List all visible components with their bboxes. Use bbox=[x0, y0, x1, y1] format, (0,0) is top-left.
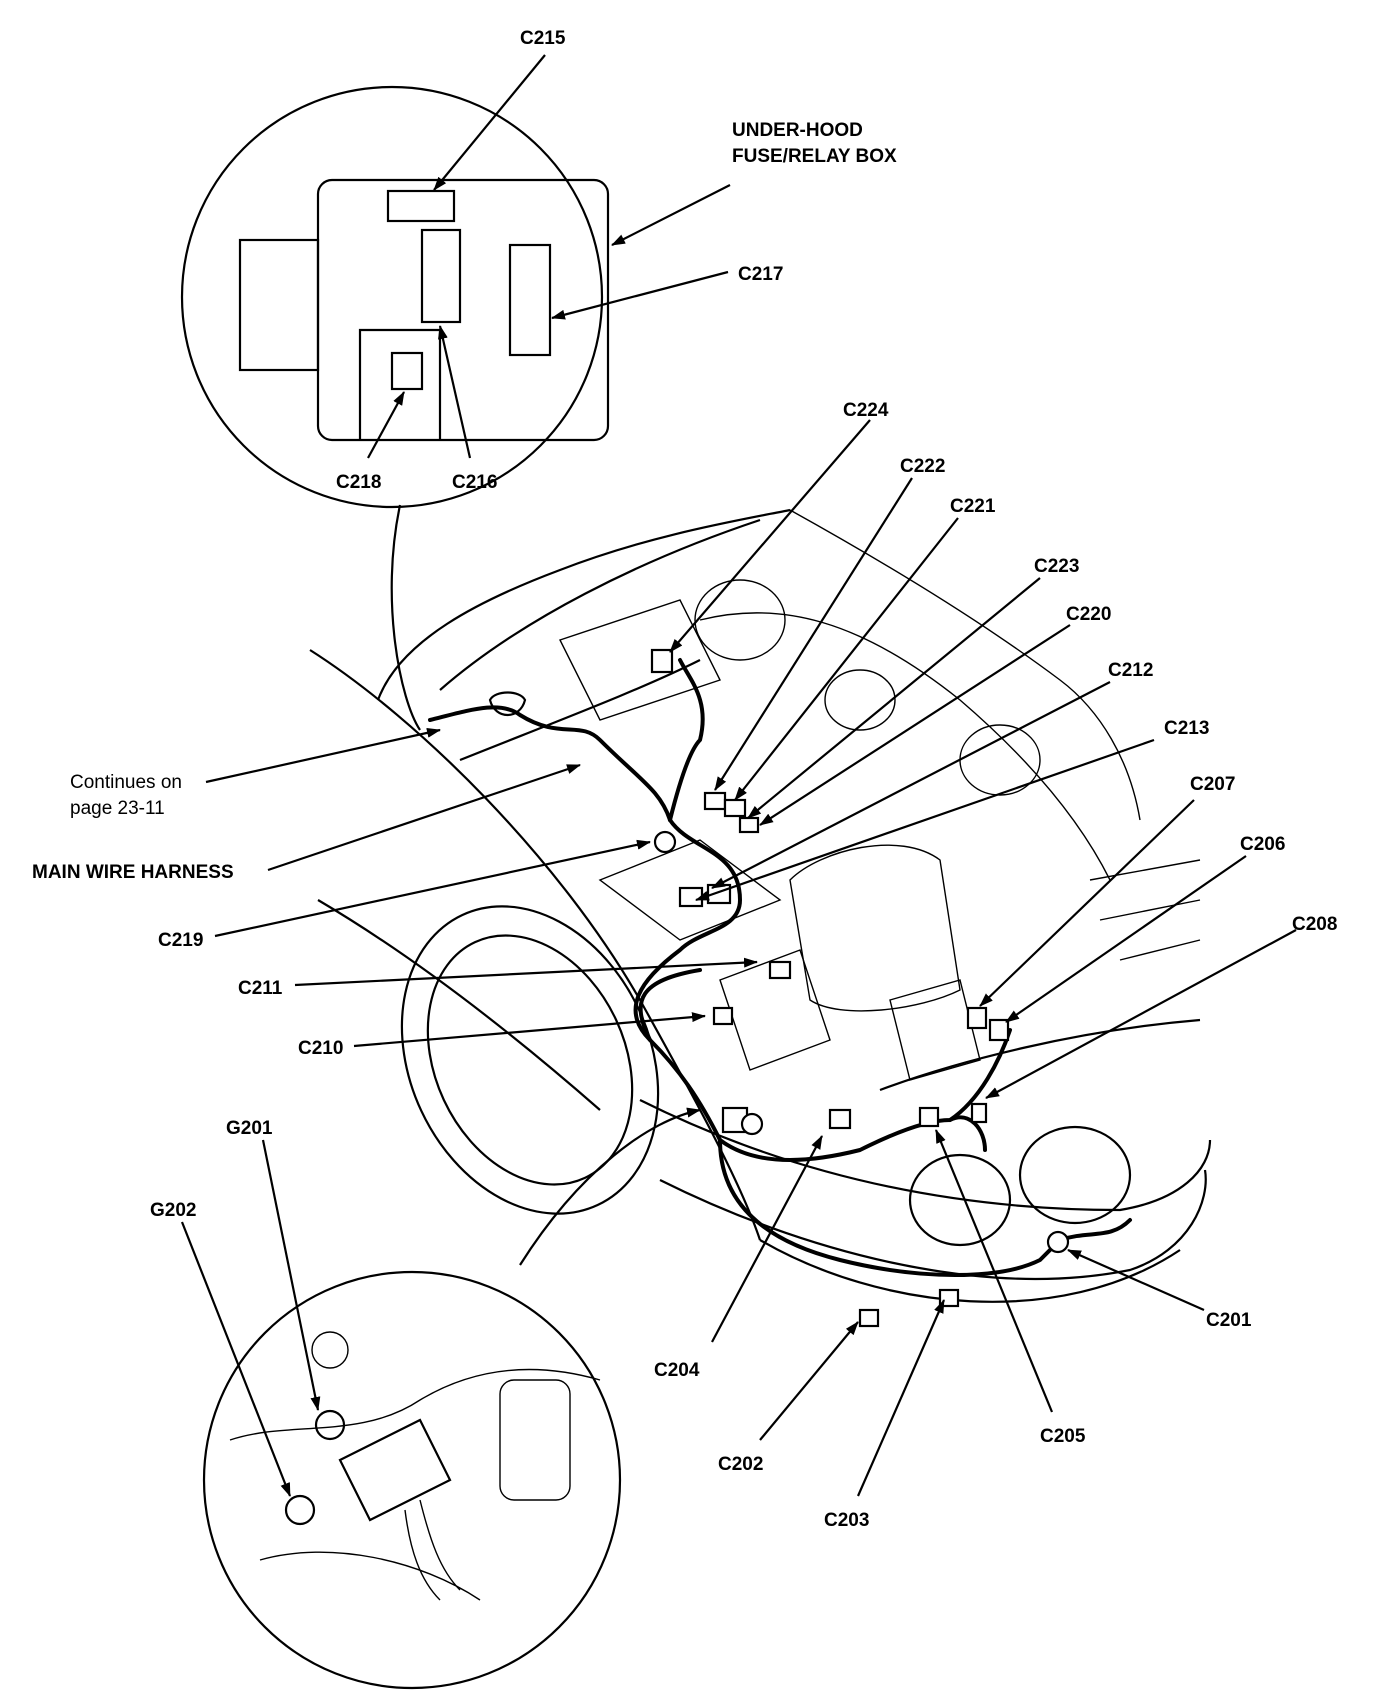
leader-arrows bbox=[180, 54, 1297, 1497]
label-c207: C207 bbox=[1190, 774, 1235, 795]
arrow-c222 bbox=[714, 477, 913, 791]
arrow-c215 bbox=[433, 54, 546, 191]
label-main-wire-harness: MAIN WIRE HARNESS bbox=[32, 862, 234, 883]
label-fuse-box-line2: FUSE/RELAY BOX bbox=[732, 146, 897, 167]
arrow-c208 bbox=[985, 929, 1297, 1099]
c218-connector bbox=[390, 351, 424, 391]
arrow-c217 bbox=[551, 270, 729, 320]
label-c212: C212 bbox=[1108, 660, 1153, 681]
arrow-continues bbox=[205, 727, 441, 784]
c217-connector bbox=[508, 243, 552, 357]
label-c202: C202 bbox=[718, 1454, 763, 1475]
label-c203: C203 bbox=[824, 1510, 869, 1531]
arrow-c205 bbox=[934, 1129, 1054, 1413]
label-c224: C224 bbox=[843, 400, 889, 421]
label-c223: C223 bbox=[1034, 556, 1079, 577]
arrow-g202 bbox=[180, 1221, 292, 1497]
label-c222: C222 bbox=[900, 456, 945, 477]
arrow-c207 bbox=[979, 799, 1195, 1007]
label-c216: C216 bbox=[452, 472, 497, 493]
arrow-c206 bbox=[1005, 855, 1247, 1023]
c216-connector bbox=[420, 228, 462, 324]
arrow-c201 bbox=[1067, 1248, 1205, 1312]
connector-bodies bbox=[650, 648, 1070, 1328]
label-c213: C213 bbox=[1164, 718, 1209, 739]
label-c210: C210 bbox=[298, 1038, 343, 1059]
label-c219: C219 bbox=[158, 930, 203, 951]
c215-connector bbox=[386, 189, 456, 223]
arrow-c211 bbox=[294, 957, 758, 987]
arrow-c224 bbox=[669, 419, 871, 653]
arrow-c212 bbox=[711, 681, 1111, 889]
arrow-c223 bbox=[747, 577, 1041, 819]
label-fuse-box-line1: UNDER-HOOD bbox=[732, 120, 863, 141]
arrow-fuse-box bbox=[611, 184, 731, 246]
car-body-outline bbox=[309, 508, 1212, 1303]
label-c215: C215 bbox=[520, 28, 566, 49]
label-c208: C208 bbox=[1292, 914, 1337, 935]
arrow-c213 bbox=[695, 738, 1155, 902]
arrow-c219 bbox=[214, 839, 651, 938]
label-c221: C221 bbox=[950, 496, 996, 517]
arrow-g201 bbox=[261, 1139, 321, 1411]
labels: C215 UNDER-HOOD FUSE/RELAY BOX C217 C218… bbox=[32, 28, 1337, 1531]
label-c218: C218 bbox=[336, 472, 381, 493]
arrow-c218 bbox=[367, 391, 405, 459]
label-c211: C211 bbox=[238, 978, 283, 999]
inset-pointer-arrow bbox=[519, 1107, 701, 1266]
label-c204: C204 bbox=[654, 1360, 700, 1381]
arrow-c203 bbox=[856, 1299, 946, 1497]
label-c206: C206 bbox=[1240, 834, 1285, 855]
arrow-c221 bbox=[734, 517, 959, 801]
label-c205: C205 bbox=[1040, 1426, 1086, 1447]
label-c201: C201 bbox=[1206, 1310, 1252, 1331]
arrow-c202 bbox=[759, 1321, 859, 1441]
label-continues-line2: page 23-11 bbox=[70, 798, 165, 819]
label-continues-line1: Continues on bbox=[70, 772, 182, 793]
arrow-c216 bbox=[438, 325, 472, 459]
fuse-box-inset bbox=[180, 85, 610, 731]
arrow-main-harness bbox=[267, 763, 581, 872]
arrow-c220 bbox=[759, 624, 1071, 826]
arrow-c210 bbox=[353, 1012, 706, 1048]
ground-inset bbox=[202, 1270, 622, 1690]
arrow-c204 bbox=[711, 1135, 823, 1343]
label-c220: C220 bbox=[1066, 604, 1111, 625]
label-c217: C217 bbox=[738, 264, 783, 285]
label-g202: G202 bbox=[150, 1200, 196, 1221]
label-g201: G201 bbox=[226, 1118, 273, 1139]
